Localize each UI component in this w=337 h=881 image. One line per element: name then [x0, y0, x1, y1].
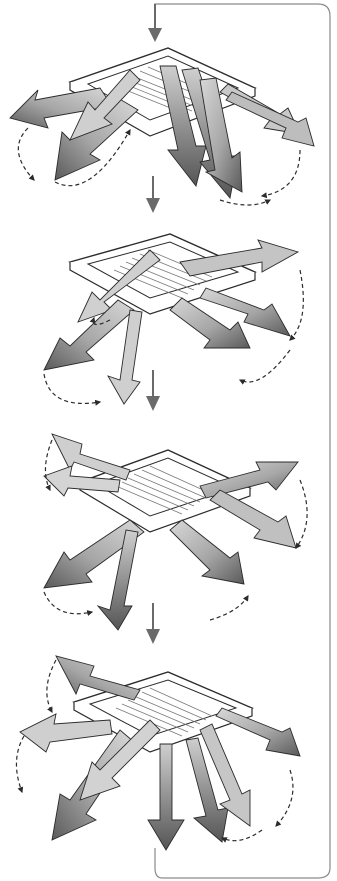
panel-3 — [43, 433, 308, 631]
start-arrow-head — [148, 28, 162, 42]
step-connector-1 — [146, 176, 160, 213]
step-connector-2 — [146, 370, 160, 411]
swing-arcs-4 — [15, 659, 294, 843]
swing-arcs-1 — [17, 127, 301, 206]
airflow-arrows-4 — [19, 655, 301, 851]
airflow-arrows-1 — [9, 65, 315, 200]
panel-4 — [15, 655, 301, 851]
sequence-flow-path — [148, 3, 331, 879]
panel-1 — [9, 47, 315, 206]
airflow-arrows-2 — [43, 239, 300, 405]
swing-arcs-2 — [43, 269, 304, 406]
panel-2 — [43, 233, 304, 406]
swing-arcs-3 — [43, 439, 308, 621]
return-path-line — [154, 3, 331, 879]
airflow-arrows-3 — [43, 433, 299, 631]
step-connector-3 — [146, 603, 160, 644]
